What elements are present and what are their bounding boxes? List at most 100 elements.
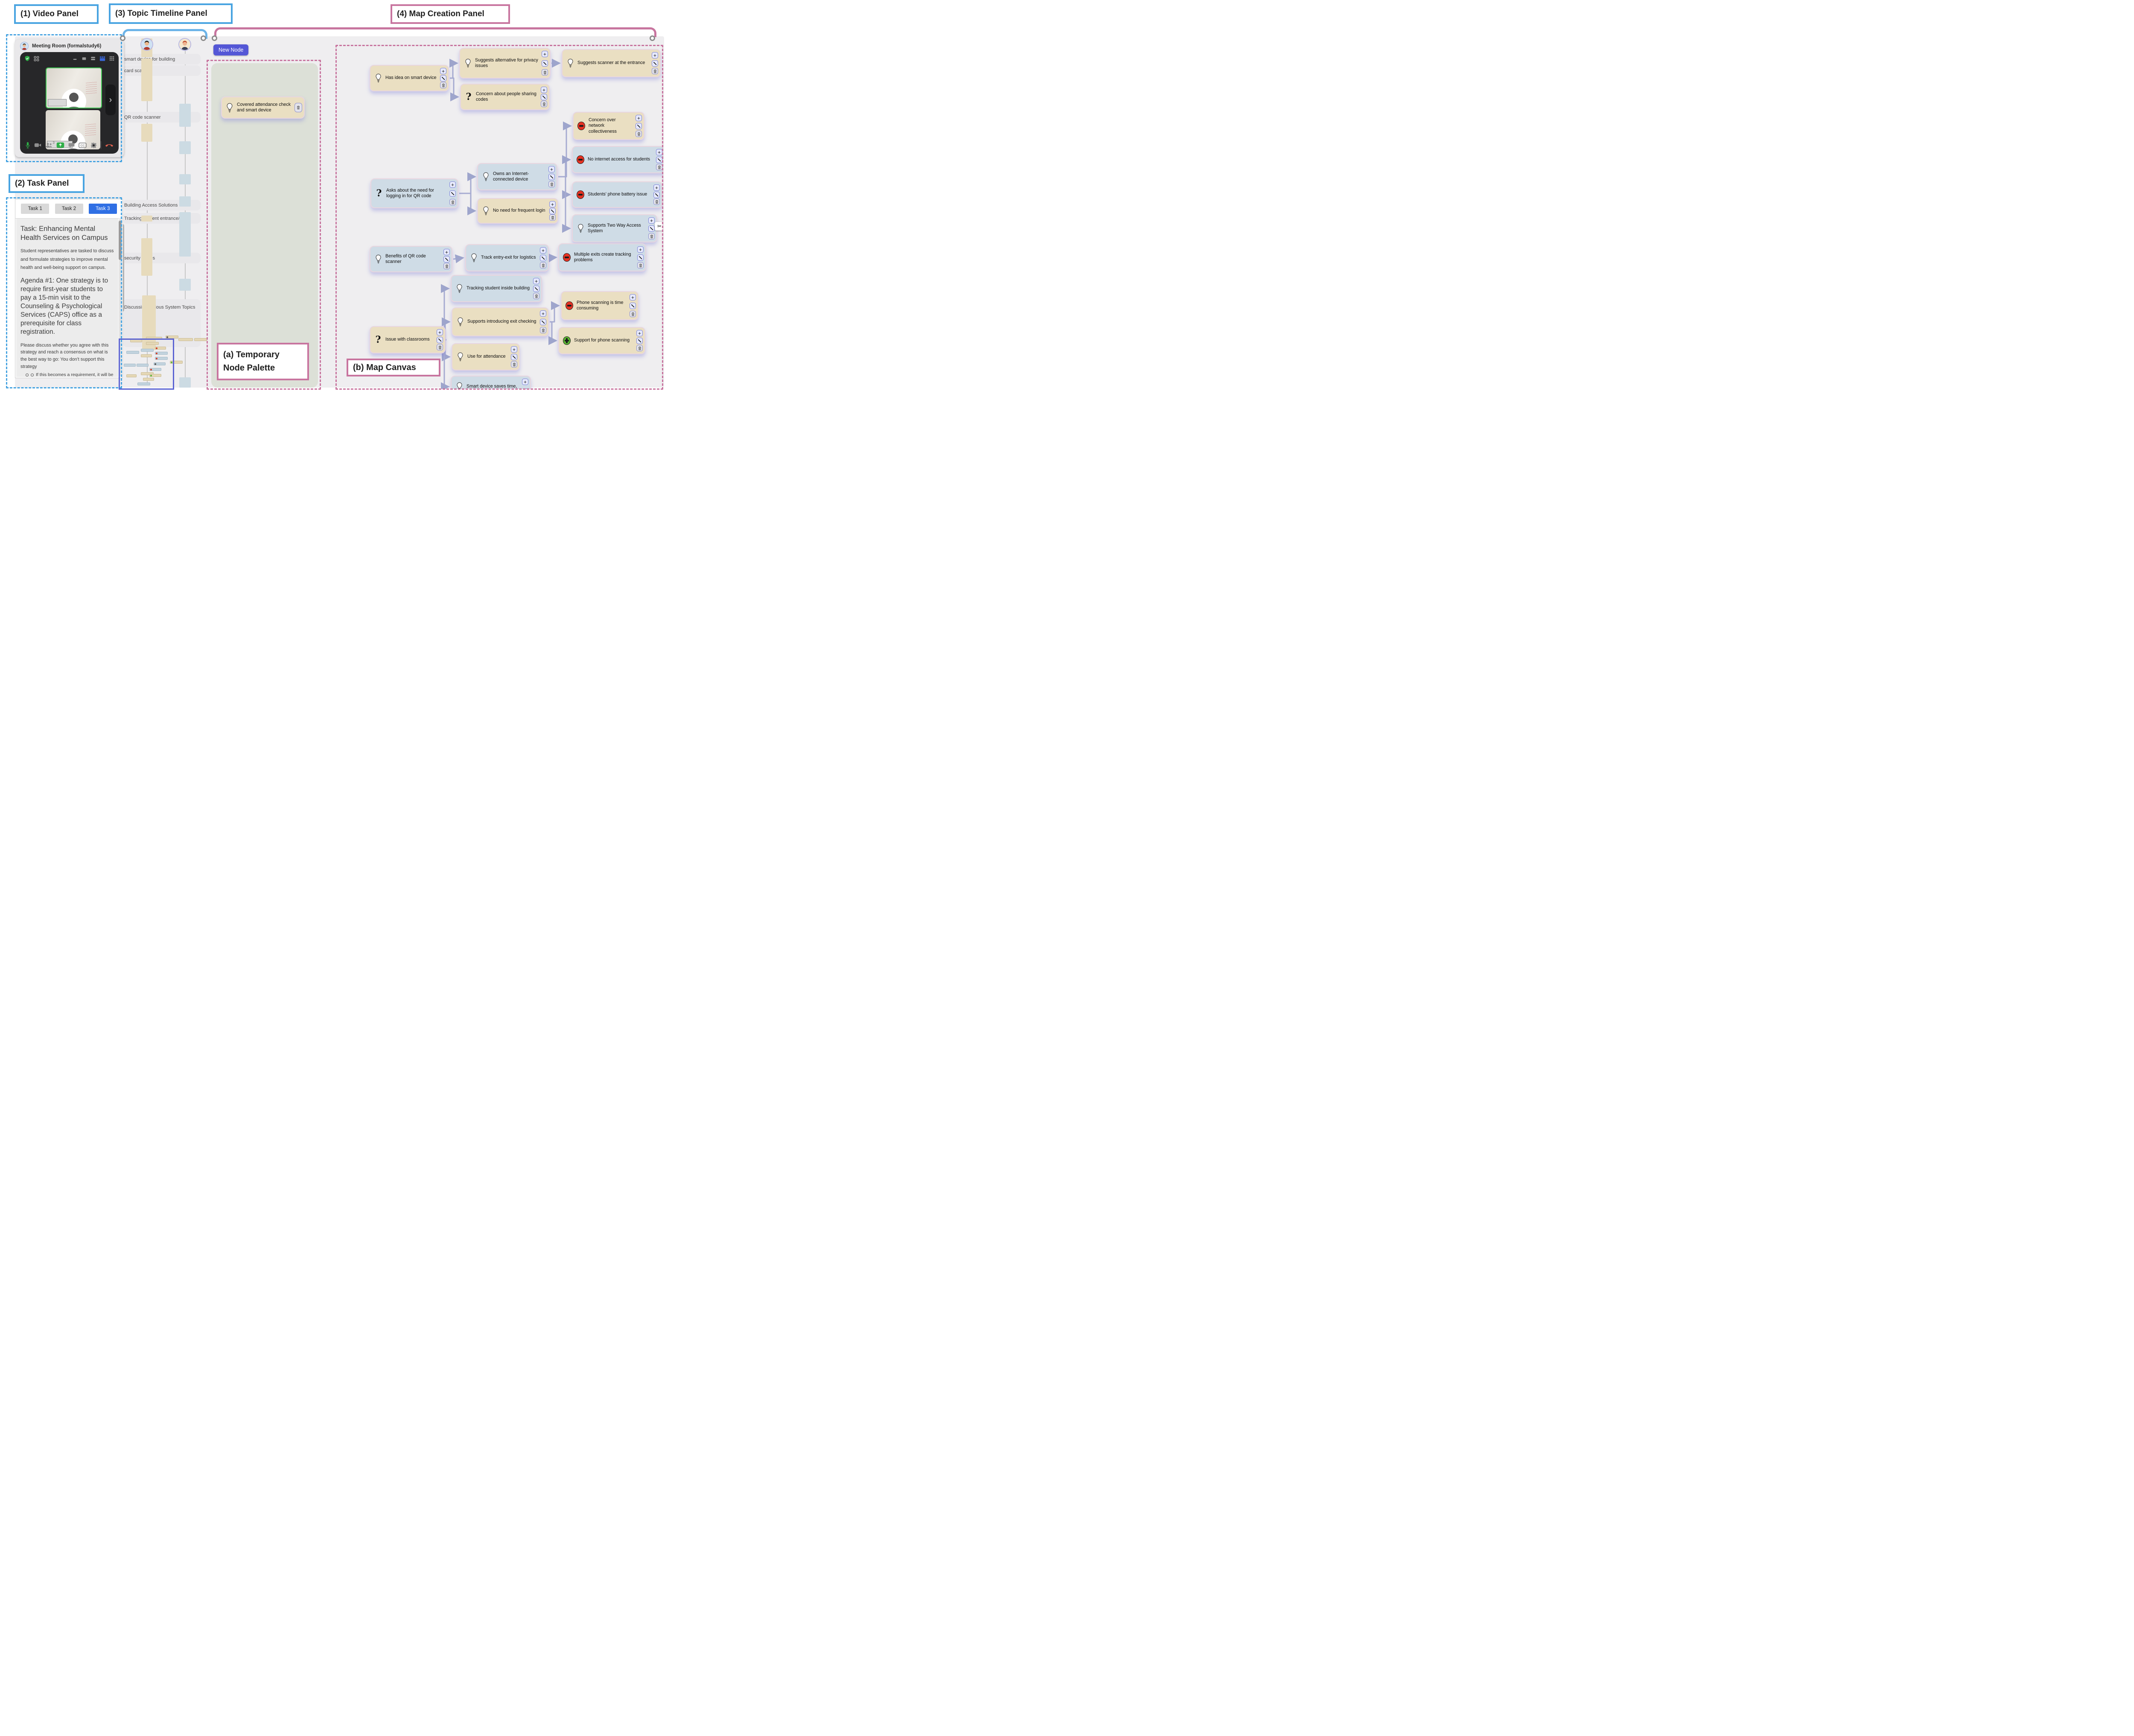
- trash-button[interactable]: [549, 214, 556, 221]
- edit-button[interactable]: [637, 254, 644, 261]
- edit-button[interactable]: [540, 254, 546, 261]
- map-node-no-internet[interactable]: No internet access for students+: [572, 146, 663, 173]
- plus-button[interactable]: +: [443, 249, 450, 255]
- layout-grid-icon[interactable]: [34, 56, 39, 61]
- map-node-concern-network[interactable]: Concern over network collectiveness+: [573, 112, 644, 140]
- timeline-topic[interactable]: card scanner: [123, 65, 201, 76]
- map-canvas[interactable]: Has idea on smart device+ Suggests altern…: [337, 46, 663, 389]
- plus-button[interactable]: +: [437, 329, 443, 336]
- plus-button[interactable]: +: [542, 51, 548, 57]
- edit-button[interactable]: [656, 156, 662, 163]
- map-node-battery[interactable]: Students' phone battery issue+: [572, 181, 662, 208]
- map-node-suggests-scanner[interactable]: Suggests scanner at the entrance+: [562, 49, 661, 77]
- edit-button[interactable]: [449, 190, 456, 197]
- new-node-button[interactable]: New Node: [213, 44, 249, 55]
- plus-button[interactable]: +: [653, 184, 660, 191]
- plus-button[interactable]: +: [511, 346, 517, 353]
- gallery-view-icon[interactable]: [99, 56, 105, 61]
- trash-button[interactable]: [636, 345, 643, 351]
- plus-button[interactable]: +: [522, 379, 528, 385]
- trash-button[interactable]: [636, 131, 642, 137]
- edit-button[interactable]: [648, 225, 655, 232]
- edit-button[interactable]: [636, 123, 642, 129]
- participants-icon[interactable]: 3: [45, 141, 55, 148]
- map-node-tracking-inside[interactable]: Tracking student inside building+: [451, 275, 542, 302]
- map-node-concern-codes[interactable]: ?Concern about people sharing codes+: [460, 84, 550, 110]
- map-node-has-idea[interactable]: Has idea on smart device+: [370, 65, 449, 91]
- map-node-phone-time[interactable]: Phone scanning is time consuming+: [561, 291, 638, 320]
- edit-button[interactable]: [440, 75, 446, 82]
- task-content[interactable]: Task: Enhancing Mental Health Services o…: [16, 219, 118, 377]
- plus-button[interactable]: +: [533, 278, 539, 284]
- trash-button[interactable]: [511, 361, 517, 368]
- plus-button[interactable]: +: [540, 310, 546, 317]
- map-node-multiple-exits[interactable]: Multiple exits create tracking problems+: [558, 243, 646, 271]
- trash-button[interactable]: [449, 199, 456, 205]
- share-screen-icon[interactable]: [56, 142, 64, 148]
- map-node-no-frequent-login[interactable]: No need for frequent login+: [477, 198, 558, 224]
- plus-button[interactable]: +: [548, 166, 555, 172]
- trash-button[interactable]: [648, 233, 655, 239]
- video-tile-active[interactable]: [46, 67, 102, 108]
- map-node-suggests-alt[interactable]: Suggests alternative for privacy issues+: [459, 48, 551, 79]
- shield-check-icon[interactable]: [24, 55, 30, 61]
- plus-button[interactable]: +: [549, 201, 556, 207]
- tab-task-2[interactable]: Task 2: [55, 204, 83, 214]
- map-node-two-way[interactable]: Supports Two Way Access System+: [572, 214, 657, 242]
- trash-button[interactable]: [540, 327, 546, 333]
- plus-button[interactable]: +: [652, 52, 658, 58]
- trash-button[interactable]: [652, 68, 658, 74]
- minimize-icon[interactable]: [73, 56, 78, 61]
- chat-icon[interactable]: [68, 143, 75, 148]
- maximize-icon[interactable]: [82, 56, 87, 61]
- plus-button[interactable]: +: [648, 217, 655, 224]
- split-view-icon[interactable]: [90, 56, 96, 61]
- plus-button[interactable]: +: [636, 115, 642, 121]
- plus-button[interactable]: +: [630, 294, 636, 301]
- settings-icon[interactable]: [90, 142, 97, 149]
- map-node-smart-saves-time[interactable]: Smart device saves time,+: [451, 376, 531, 389]
- camera-icon[interactable]: [34, 143, 41, 148]
- plus-button[interactable]: +: [540, 247, 546, 254]
- map-node-support-phone[interactable]: Support for phone scanning+: [558, 327, 645, 354]
- map-node-use-attendance[interactable]: Use for attendance+: [452, 343, 520, 371]
- edit-button[interactable]: [630, 302, 636, 309]
- task-scrollbar-thumb[interactable]: [119, 221, 122, 260]
- edit-button[interactable]: [533, 285, 539, 292]
- map-node-supports-exit[interactable]: Supports introducing exit checking+: [452, 307, 549, 336]
- closed-captions-icon[interactable]: CC: [79, 142, 87, 148]
- plus-button[interactable]: +: [449, 181, 456, 188]
- trash-button[interactable]: [437, 344, 443, 350]
- edit-button[interactable]: [652, 60, 658, 67]
- edit-button[interactable]: [443, 256, 450, 263]
- plus-button[interactable]: +: [440, 68, 446, 74]
- trash-button[interactable]: [540, 262, 546, 268]
- trash-button[interactable]: [533, 293, 539, 299]
- edit-button[interactable]: [548, 173, 555, 180]
- edit-button[interactable]: [636, 337, 643, 344]
- end-call-icon[interactable]: [105, 143, 114, 147]
- edit-button[interactable]: [511, 353, 517, 360]
- trash-button[interactable]: [637, 262, 644, 268]
- next-participant-button[interactable]: ›: [105, 85, 116, 115]
- trash-button[interactable]: [548, 181, 555, 187]
- plus-button[interactable]: +: [637, 246, 644, 253]
- dots-grid-icon[interactable]: [109, 56, 114, 61]
- edit-button[interactable]: [549, 207, 556, 214]
- edit-button[interactable]: [542, 60, 548, 67]
- palette-node[interactable]: Covered attendance check and smart devic…: [221, 96, 305, 119]
- plus-button[interactable]: +: [541, 87, 547, 93]
- trash-button[interactable]: [440, 82, 446, 88]
- tab-task-3[interactable]: Task 3: [88, 204, 117, 214]
- trash-icon[interactable]: [294, 103, 302, 112]
- map-node-benefits-qr[interactable]: Benefits of QR code scanner+: [370, 246, 452, 272]
- microphone-icon[interactable]: [25, 142, 30, 149]
- trash-button[interactable]: [443, 263, 450, 269]
- map-node-owns-device[interactable]: Owns an Internet-connected device+: [477, 163, 557, 190]
- trash-button[interactable]: [541, 101, 547, 107]
- map-node-track-entry[interactable]: Track entry-exit for logistics+: [465, 244, 549, 271]
- trash-button[interactable]: [653, 198, 660, 205]
- trash-button[interactable]: [630, 311, 636, 317]
- timeline-topic[interactable]: smart device for building: [123, 54, 201, 64]
- edit-button[interactable]: [437, 336, 443, 343]
